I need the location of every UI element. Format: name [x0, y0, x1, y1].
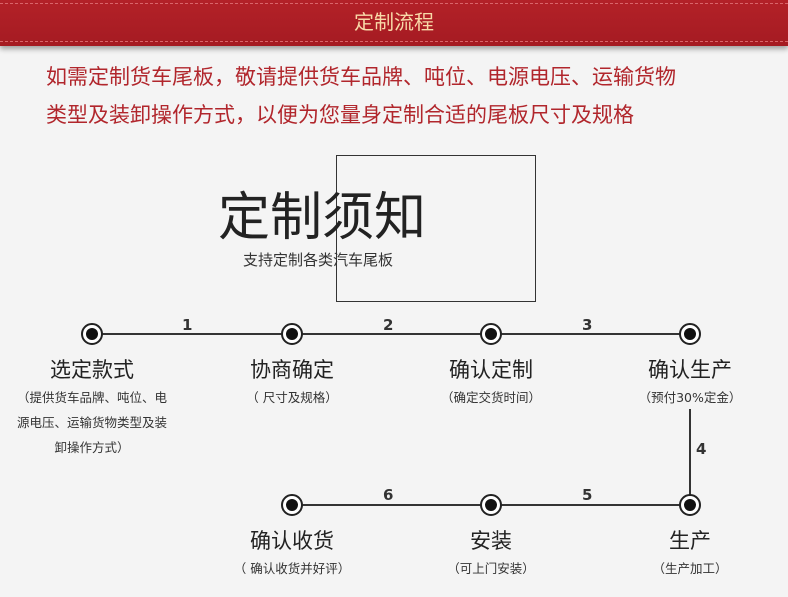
step-subtitle: （预付30%定金） [638, 390, 742, 405]
step-subtitle: （提供货车品牌、吨位、电源电压、运输货物类型及装卸操作方式） [17, 390, 168, 455]
connector-number: 3 [582, 316, 593, 334]
step-node-5 [679, 494, 701, 516]
step-subtitle: （生产加工） [652, 561, 728, 576]
header-banner: 定制流程 [0, 0, 788, 46]
header-title: 定制流程 [354, 10, 434, 34]
step-node-7 [281, 494, 303, 516]
step-subtitle: （ 确认收货并好评） [233, 561, 351, 576]
step-title: 安装 [470, 529, 512, 553]
step-node-6 [480, 494, 502, 516]
step-title: 确认收货 [250, 529, 334, 553]
step-subtitle: （ 尺寸及规格） [246, 390, 338, 405]
step-node-4 [679, 323, 701, 345]
connector-number: 5 [582, 486, 593, 504]
flow-line-right [689, 409, 691, 505]
flow-line-top [92, 333, 690, 335]
connector-number: 4 [696, 440, 707, 458]
step-subtitle: （确定交货时间） [440, 390, 541, 405]
step-node-3 [480, 323, 502, 345]
step-title: 确认定制 [449, 358, 533, 382]
connector-number: 1 [182, 316, 193, 334]
step-node-2 [281, 323, 303, 345]
step-title: 选定款式 [50, 358, 134, 382]
notice-title: 定制须知 [218, 188, 427, 248]
step-node-1 [81, 323, 103, 345]
intro-line-1: 如需定制货车尾板，敬请提供货车品牌、吨位、电源电压、运输货物 [46, 65, 676, 89]
notice-subtitle: 支持定制各类汽车尾板 [243, 251, 394, 269]
connector-number: 6 [383, 486, 394, 504]
step-title: 确认生产 [648, 358, 732, 382]
connector-number: 2 [383, 316, 394, 334]
step-subtitle: （可上门安装） [447, 561, 535, 576]
step-title: 协商确定 [250, 358, 334, 382]
intro-line-2: 类型及装卸操作方式，以便为您量身定制合适的尾板尺寸及规格 [46, 103, 634, 127]
step-title: 生产 [669, 529, 711, 553]
notice-frame [336, 155, 536, 302]
